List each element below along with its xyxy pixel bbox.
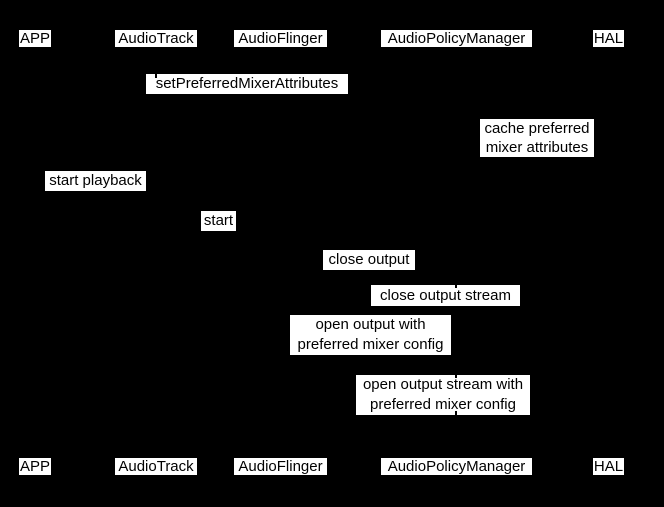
message-set-preferred-mixer-attributes: setPreferredMixerAttributes <box>146 74 348 94</box>
participant-audiotrack-bottom: AudioTrack <box>115 458 197 475</box>
message-open-output-stream-with-preferred-mixer-config: open output stream with preferred mixer … <box>356 375 530 415</box>
lifeline-dash <box>455 373 457 378</box>
participant-hal-top: HAL <box>593 30 624 47</box>
lifeline-dash <box>455 283 457 288</box>
message-start-playback: start playback <box>45 171 146 191</box>
lifeline-dash <box>455 411 457 417</box>
participant-hal-bottom: HAL <box>593 458 624 475</box>
message-close-output-stream: close output stream <box>371 285 520 306</box>
message-open-output-with-preferred-mixer-config: open output with preferred mixer config <box>290 315 451 355</box>
lifeline-dash <box>155 73 157 78</box>
message-cache-preferred-mixer-attributes: cache preferred mixer attributes <box>480 119 594 157</box>
participant-audiopolicymanager-bottom: AudioPolicyManager <box>381 458 532 475</box>
participant-audiotrack-top: AudioTrack <box>115 30 197 47</box>
participant-audiopolicymanager-top: AudioPolicyManager <box>381 30 532 47</box>
participant-app-top: APP <box>19 30 51 47</box>
participant-audioflinger-top: AudioFlinger <box>234 30 327 47</box>
message-start: start <box>201 211 236 231</box>
participant-app-bottom: APP <box>19 458 51 475</box>
message-close-output: close output <box>323 250 415 270</box>
participant-audioflinger-bottom: AudioFlinger <box>234 458 327 475</box>
